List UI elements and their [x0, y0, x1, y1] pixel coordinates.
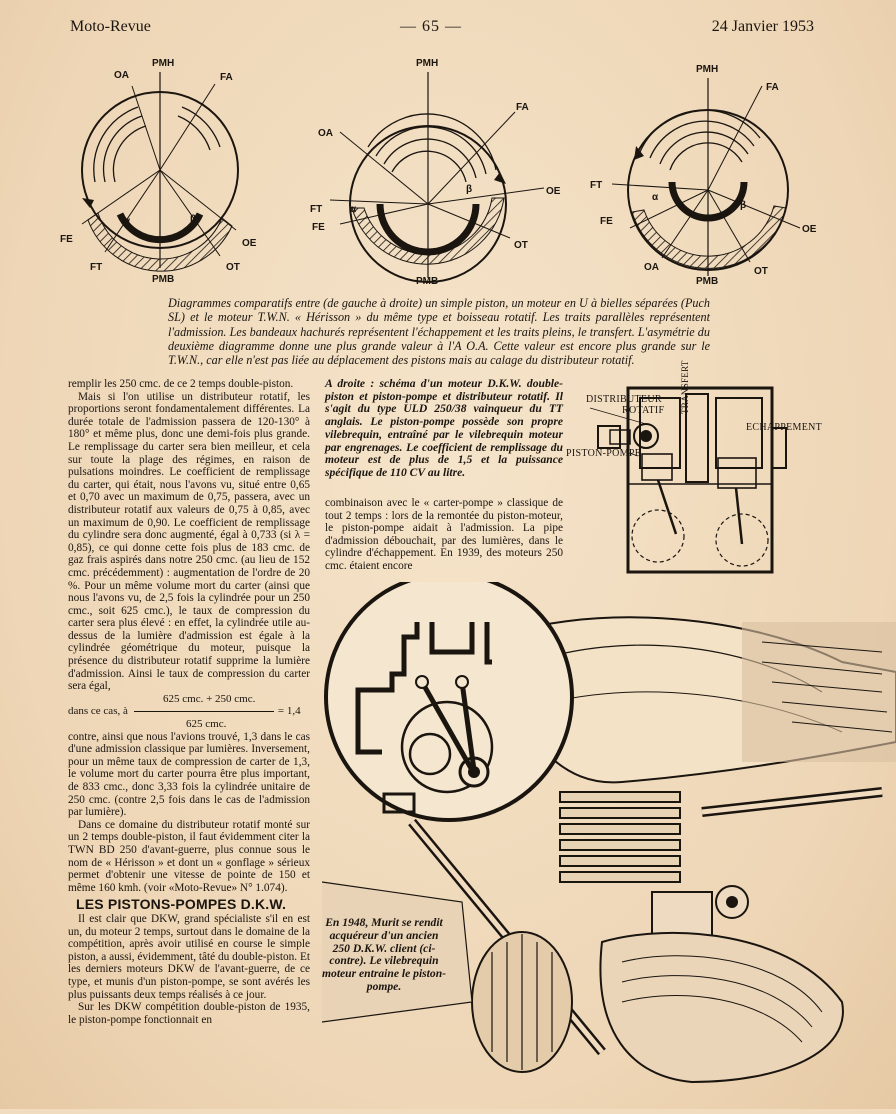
label-transfert: TRANSFERT	[680, 360, 690, 414]
label-alpha: α	[124, 216, 131, 227]
engine-schematic-drawing	[589, 386, 787, 574]
paragraph: contre, ainsi que nous l'avions trouvé, …	[68, 730, 310, 819]
label-fa-2: FA	[516, 102, 529, 113]
paragraph: Mais si l'on utilise un distributeur rot…	[68, 390, 310, 693]
article-column-2: combinaison avec le « carter-pompe » cla…	[325, 497, 563, 573]
label-fa: FA	[220, 72, 233, 83]
label-pmh-2: PMH	[416, 58, 438, 69]
motorcycle-caption: En 1948, Murit se rendit acquéreur d'un …	[322, 916, 446, 993]
label-echappement: ECHAPPEMENT	[746, 422, 823, 433]
timing-diagram-simple-piston: PMH PMB OA FA FE OE FT OT α β	[60, 58, 257, 285]
label-oa-2: OA	[318, 128, 333, 139]
label-pmb-2: PMB	[416, 276, 438, 287]
formula-lead: dans ce cas, à	[68, 705, 128, 718]
timing-diagrams: PMH PMB OA FA FE OE FT OT α β PMH PMB	[60, 52, 840, 292]
label-oe-3: OE	[802, 224, 817, 235]
section-title: LES PISTONS-POMPES D.K.W.	[76, 896, 287, 913]
label-fe-2: FE	[312, 222, 325, 233]
label-alpha-3: α	[652, 192, 659, 203]
timing-diagram-twn: PMH PMB FA FT FE OE OA OT α β	[590, 64, 817, 287]
label-fe: FE	[60, 234, 73, 245]
page-number: — 65 —	[400, 18, 462, 35]
label-pmb: PMB	[152, 274, 174, 285]
compression-formula: 625 cmc. + 250 cmc. dans ce cas, à = 1,4…	[68, 693, 310, 731]
label-ft: FT	[90, 262, 102, 273]
label-oe-2: OE	[546, 186, 561, 197]
label-oe: OE	[242, 238, 257, 249]
article-column-1: remplir les 250 cmc. de ce 2 temps doubl…	[68, 378, 310, 1026]
label-pmb-3: PMB	[696, 276, 718, 287]
paragraph: combinaison avec le « carter-pompe » cla…	[325, 497, 563, 572]
label-ot: OT	[226, 262, 240, 273]
magazine-name: Moto-Revue	[70, 18, 151, 35]
fraction-bar	[133, 711, 274, 713]
label-ft-2: FT	[310, 204, 322, 215]
paragraph: remplir les 250 cmc. de ce 2 temps doubl…	[68, 378, 294, 390]
issue-date: 24 Janvier 1953	[711, 18, 814, 35]
label-ft-3: FT	[590, 180, 602, 191]
label-distributeur: DISTRIBUTEUR	[586, 394, 662, 405]
paragraph: Il est clair que DKW, grand spécialiste …	[68, 912, 310, 1001]
label-ot-2: OT	[514, 240, 528, 251]
label-oa-3: OA	[644, 262, 659, 273]
timing-diagram-u-engine: PMH PMB OA FA FE OE FT OT α β	[310, 58, 561, 287]
label-ot-3: OT	[754, 266, 768, 277]
label-fa-3: FA	[766, 82, 779, 93]
label-piston-pompe: PISTON-POMPE	[566, 448, 642, 459]
page-header: Moto-Revue — 65 — 24 Janvier 1953	[70, 18, 814, 42]
label-beta-2: β	[466, 184, 472, 195]
formula-result: = 1,4	[277, 705, 301, 718]
label-beta: β	[190, 214, 196, 225]
label-oa: OA	[114, 70, 129, 81]
diagrams-caption: Diagrammes comparatifs entre (de gauche …	[168, 296, 710, 368]
dkw-engine-schematic: DISTRIBUTEUR ROTATIF TRANSFERT ECHAPPEME…	[566, 360, 838, 576]
dkw-schema-caption: A droite : schéma d'un moteur D.K.W. dou…	[325, 377, 563, 479]
paragraph: Sur les DKW compétition double-piston de…	[68, 1001, 310, 1026]
label-rotatif: ROTATIF	[622, 405, 665, 416]
label-beta-3: β	[740, 200, 746, 211]
motorcycle-engine-illustration	[321, 572, 896, 1109]
label-fe-3: FE	[600, 216, 613, 227]
engine-engraving	[321, 572, 896, 1084]
paragraph: Dans ce domaine du distributeur rotatif …	[68, 818, 310, 894]
formula-numerator: 625 cmc. + 250 cmc.	[163, 692, 256, 705]
label-pmh: PMH	[152, 58, 174, 69]
label-pmh-3: PMH	[696, 64, 718, 75]
label-alpha-2: α	[350, 204, 357, 215]
formula-denominator: 625 cmc.	[186, 718, 227, 731]
